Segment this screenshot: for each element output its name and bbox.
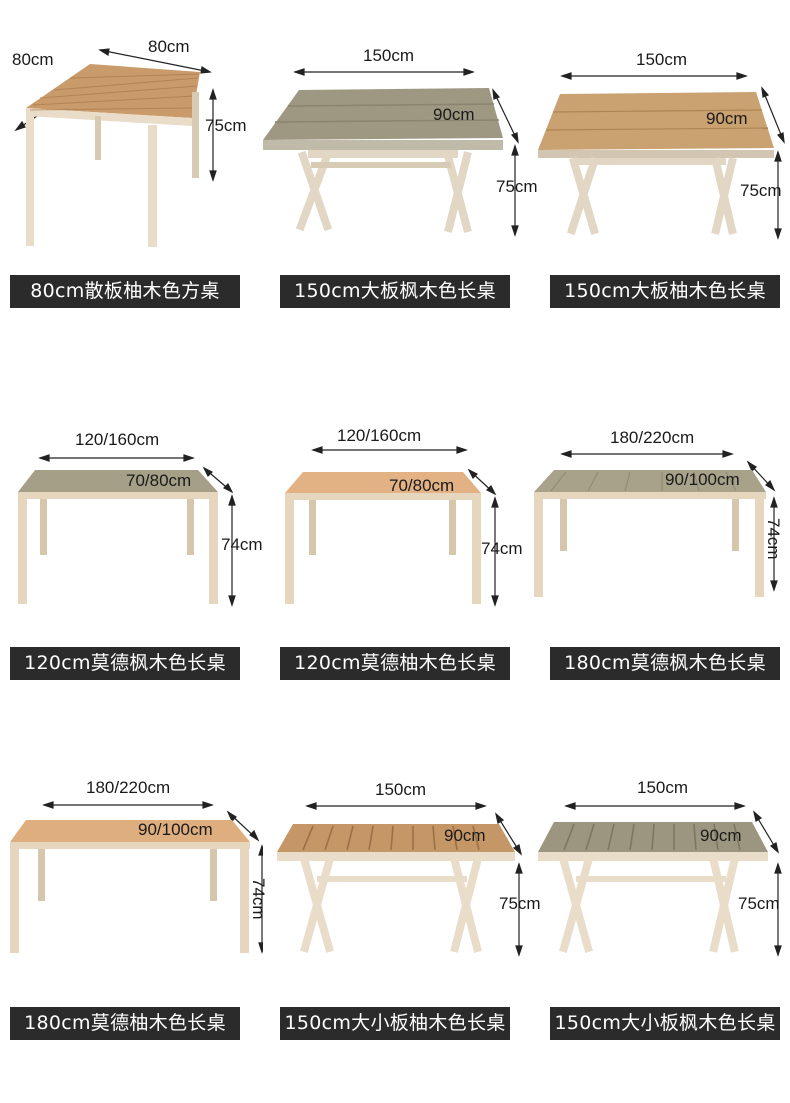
dim-length: 180/220cm xyxy=(86,778,171,797)
dim-width: 90cm xyxy=(706,109,748,128)
table-illustration-x-leg xyxy=(263,68,519,237)
dim-width: 90/100cm xyxy=(665,470,740,489)
product-card-3: 150cm 90cm 75cm xyxy=(526,30,789,350)
product-label-5: 120cm莫德柚木色长桌 xyxy=(280,647,510,680)
product-label-3: 150cm大板柚木色长桌 xyxy=(550,275,780,308)
table-illustration-straight-leg xyxy=(285,446,499,607)
table-illustration-straight-leg-long xyxy=(534,450,778,597)
dim-height: 75cm xyxy=(496,177,538,196)
dim-height: 75cm xyxy=(499,894,541,913)
dim-height: 74cm xyxy=(481,539,523,558)
dim-width: 90cm xyxy=(700,826,742,845)
product-card-9: 150cm 90cm 75cm xyxy=(526,750,789,1070)
dim-height: 74cm xyxy=(249,878,268,920)
product-card-4: 120/160cm 70/80cm 74cm xyxy=(0,400,263,720)
dim-length: 120/160cm xyxy=(337,426,422,445)
product-label-2: 150cm大板枫木色长桌 xyxy=(280,275,510,308)
table-illustration-x-leg-slats xyxy=(277,802,523,957)
dim-height: 75cm xyxy=(740,181,782,200)
dim-width: 90cm xyxy=(433,105,475,124)
dim-width: 80cm xyxy=(12,50,54,69)
dim-width: 90cm xyxy=(444,826,486,845)
product-label-4: 120cm莫德枫木色长桌 xyxy=(10,647,240,680)
dim-height: 75cm xyxy=(738,894,780,913)
product-label-6: 180cm莫德枫木色长桌 xyxy=(550,647,780,680)
product-label-7: 180cm莫德柚木色长桌 xyxy=(10,1007,240,1040)
table-illustration-x-leg xyxy=(538,72,785,240)
product-card-8: 150cm 90cm 75cm xyxy=(263,750,541,1070)
dim-length: 150cm xyxy=(375,780,427,799)
table-illustration-x-leg-slats xyxy=(538,802,782,957)
dim-length: 80cm xyxy=(148,37,190,56)
table-illustration-square xyxy=(14,48,217,247)
dim-width: 70/80cm xyxy=(126,471,192,490)
product-label-9: 150cm大小板枫木色长桌 xyxy=(550,1007,780,1040)
product-card-7: 180/220cm 90/100cm 74cm xyxy=(0,750,268,1070)
table-illustration-straight-leg xyxy=(18,454,236,607)
dim-length: 150cm xyxy=(636,50,688,69)
dim-length: 150cm xyxy=(363,46,415,65)
dim-height: 74cm xyxy=(764,518,783,560)
dim-height: 74cm xyxy=(221,535,263,554)
product-label-1: 80cm散板柚木色方桌 xyxy=(10,275,240,308)
dim-width: 90/100cm xyxy=(138,820,213,839)
table-illustration-straight-leg-long xyxy=(10,801,263,954)
product-card-1: 80cm 80cm 75cm xyxy=(0,30,263,350)
product-card-2: 150cm 90cm 75cm xyxy=(263,30,538,350)
dim-length: 180/220cm xyxy=(610,428,695,447)
product-label-8: 150cm大小板柚木色长桌 xyxy=(280,1007,510,1040)
dim-height: 75cm xyxy=(205,116,247,135)
product-card-6: 180/220cm 90/100cm 74cm xyxy=(526,400,789,720)
dim-width: 70/80cm xyxy=(389,476,455,495)
dim-length: 120/160cm xyxy=(75,430,160,449)
dim-length: 150cm xyxy=(637,778,689,797)
product-card-5: 120/160cm 70/80cm 74cm xyxy=(263,400,526,720)
